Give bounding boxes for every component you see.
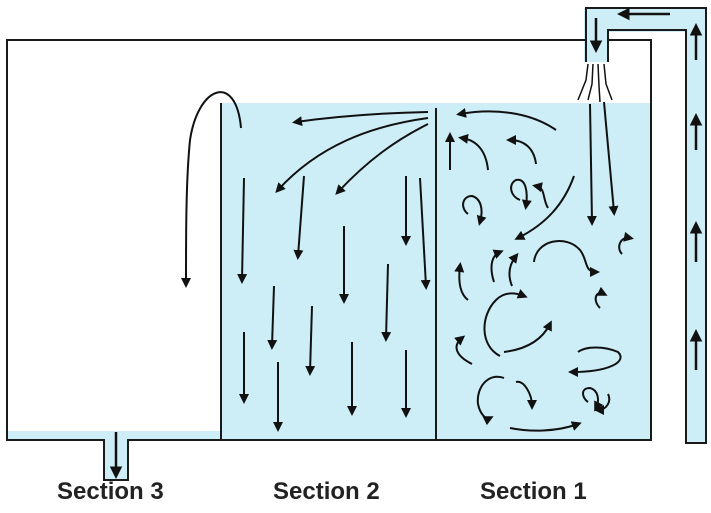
- section-2-arrow-8: [335, 123, 429, 195]
- tank-left-top-wall: [6, 39, 652, 481]
- inlet-spray-2: [587, 63, 594, 101]
- section-1-arrow-40: [568, 346, 622, 377]
- section-1-arrow-35: [508, 252, 519, 287]
- section-3-label: Section 3: [57, 478, 164, 505]
- inlet-spray-3: [597, 63, 601, 103]
- section-2-arrow-12: [419, 177, 431, 290]
- section-1-arrow-42: [476, 375, 505, 426]
- section-1-arrow-44: [594, 393, 611, 415]
- section-2-arrow-10: [293, 175, 305, 260]
- section-1-arrow-37: [483, 289, 528, 357]
- inlet-spray: [577, 63, 613, 103]
- section-2-arrow-6: [292, 111, 429, 127]
- section-1-arrow-27: [506, 135, 537, 165]
- section-3-overflow-arrow-5: [181, 91, 242, 288]
- section-1-arrow-30: [532, 182, 549, 209]
- section-1-arrow-43: [582, 386, 604, 412]
- section-1-arrow-45: [509, 421, 582, 432]
- section-2-arrow-14: [381, 263, 392, 342]
- section-1-arrow-23: [603, 101, 619, 216]
- section-1-arrow-22: [586, 103, 597, 226]
- section-1-arrow-24: [514, 175, 575, 240]
- section-1-arrow-33: [454, 262, 469, 301]
- section-1-arrow-32: [618, 231, 634, 255]
- section-1-arrow-39: [454, 335, 473, 365]
- inlet-spray-1: [577, 63, 589, 101]
- section-2-arrow-15: [267, 285, 278, 350]
- inlet-arrows: [109, 7, 703, 479]
- inlet-spray-4: [603, 63, 613, 101]
- section-2-arrow-9: [237, 177, 248, 284]
- section-2-label: Section 2: [273, 478, 380, 505]
- section-1-arrows: [445, 101, 634, 432]
- water-section-3-floor: [8, 431, 221, 440]
- section-2-arrows: [237, 111, 431, 432]
- section-1-arrow-41: [515, 380, 537, 410]
- section-1-arrow-21: [456, 108, 557, 131]
- tank-outline: [6, 7, 707, 481]
- section-1-label: Section 1: [480, 478, 587, 505]
- section-1-arrow-31: [533, 240, 600, 277]
- section-2-arrow-16: [305, 305, 316, 376]
- section-1-arrow-26: [458, 133, 489, 171]
- section-2-arrow-7: [275, 117, 429, 193]
- section-1-arrow-28: [510, 178, 532, 210]
- section-1-arrow-36: [594, 286, 608, 309]
- section-1-arrow-34: [490, 249, 504, 283]
- section-1-arrow-38: [503, 320, 552, 353]
- section-3-overflow-arrow: [181, 91, 242, 288]
- water-inlet-pipe-vertical: [686, 8, 706, 443]
- section-1-arrow-29: [462, 194, 487, 226]
- inlet-pipe: [585, 7, 707, 444]
